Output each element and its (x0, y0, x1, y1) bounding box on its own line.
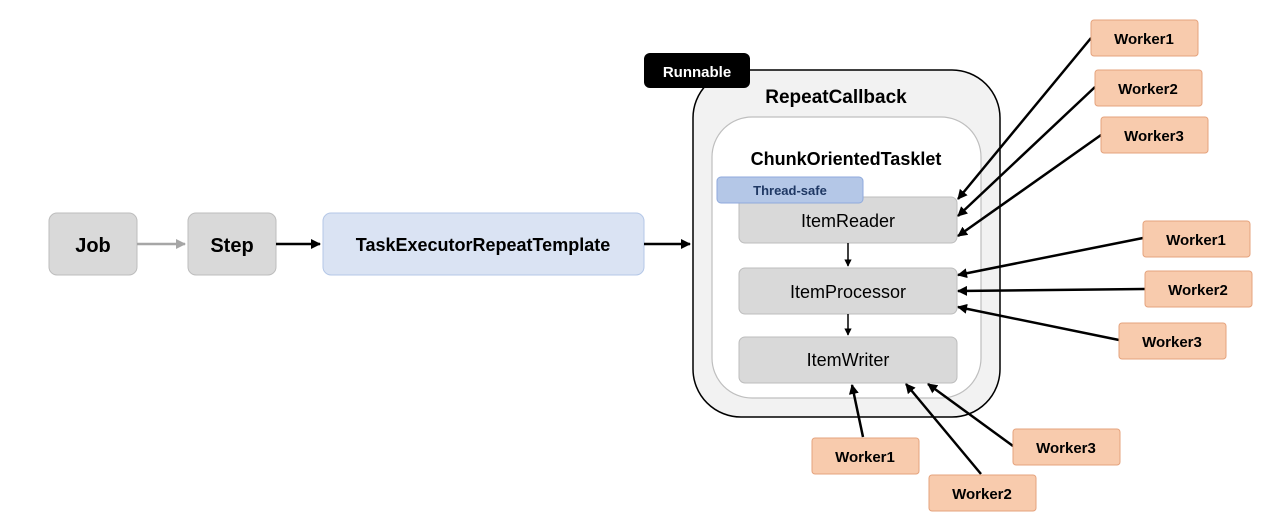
template-label: TaskExecutorRepeatTemplate (356, 235, 610, 255)
processor-worker3-box (1118, 322, 1227, 360)
writer-worker3-label: Worker3 (1036, 440, 1096, 457)
item-processor-label: ItemProcessor (790, 282, 906, 302)
writer-worker2-label: Worker2 (952, 486, 1012, 503)
writer-worker3-arrow (927, 382, 1014, 448)
processor-worker2-box (1144, 270, 1253, 308)
writer-worker2-arrow (905, 383, 982, 475)
processor-worker3-label: Worker3 (1142, 334, 1202, 351)
processor-worker1-arrow (957, 236, 1144, 279)
step-label: Step (210, 235, 253, 257)
writer-worker1-arrow (848, 384, 865, 438)
writer-worker3-box (1012, 428, 1121, 466)
thread-safe-badge (716, 176, 864, 204)
reader-worker1-label: Worker1 (1114, 31, 1174, 48)
job-label: Job (75, 235, 111, 257)
reader-worker1-arrow (957, 37, 1092, 200)
item-writer-label: ItemWriter (807, 350, 890, 370)
runnable-label: Runnable (663, 64, 731, 81)
reader-worker3-arrow (957, 133, 1102, 238)
tasklet-label: ChunkOrientedTasklet (751, 149, 942, 169)
processor-worker1-label: Worker1 (1166, 232, 1226, 249)
writer-worker2-box (928, 474, 1037, 512)
reader-worker3-box (1100, 116, 1209, 154)
processor-worker2-label: Worker2 (1168, 282, 1228, 299)
writer-worker1-box (811, 437, 920, 475)
processor-worker1-box (1142, 220, 1251, 258)
item-writer-node (738, 336, 958, 384)
reader-worker2-arrow (957, 86, 1096, 217)
reader-worker1-box (1090, 19, 1199, 57)
item-reader-label: ItemReader (801, 211, 895, 231)
writer-worker1-label: Worker1 (835, 449, 895, 466)
processor-worker2-arrow (957, 285, 1146, 296)
thread-safe-label: Thread-safe (753, 183, 827, 198)
reader-worker3-label: Worker3 (1124, 128, 1184, 145)
processor-worker3-arrow (957, 303, 1120, 342)
repeat-callback-label: RepeatCallback (765, 87, 907, 108)
runnable-badge (644, 53, 750, 88)
reader-worker2-label: Worker2 (1118, 81, 1178, 98)
reader-worker2-box (1094, 69, 1203, 107)
